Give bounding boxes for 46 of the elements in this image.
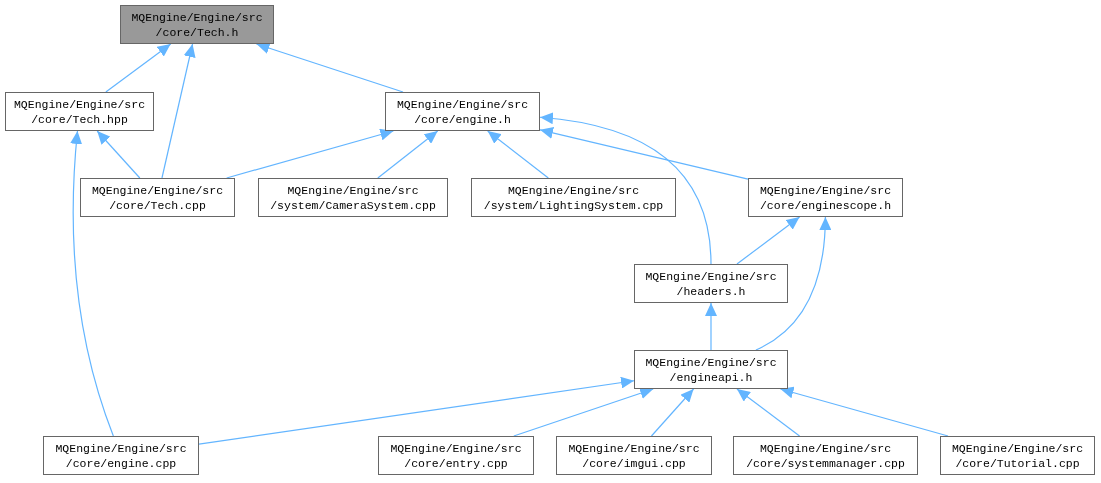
file-path: MQEngine/Engine/src /core/Tech.hpp <box>12 96 147 127</box>
file-path: MQEngine/Engine/src /core/engine.h <box>395 96 530 127</box>
file-path: MQEngine/Engine/src /core/Tech.cpp <box>90 182 225 213</box>
file-path: MQEngine/Engine/src /system/CameraSystem.cpp <box>269 182 437 213</box>
file-box <box>5 92 154 131</box>
file-path: MQEngine/Engine/src /core/entry.cpp <box>389 440 523 471</box>
file-path: MQEngine/Engine/src /core/imgui.cpp <box>567 440 701 471</box>
arrow <box>736 216 801 265</box>
arrow <box>755 216 831 351</box>
file-path: MQEngine/Engine/src /core/Tutorial.cpp <box>950 440 1085 471</box>
file-path: MQEngine/Engine/src /core/enginescope.h <box>758 182 893 213</box>
file-box <box>385 92 540 131</box>
file-box <box>258 178 448 217</box>
file-path: MQEngine/Engine/src /core/Tech.h <box>130 9 264 40</box>
arrow <box>736 388 801 437</box>
arrow <box>650 388 695 437</box>
file-box <box>733 436 918 475</box>
arrow <box>161 43 196 179</box>
file-box <box>471 178 676 217</box>
arrow <box>96 130 141 179</box>
file-box <box>634 264 788 303</box>
arrow <box>198 376 635 445</box>
arrow <box>705 302 717 351</box>
file-box <box>634 350 788 389</box>
file-box <box>80 178 235 217</box>
arrow <box>513 387 654 437</box>
file-path: MQEngine/Engine/src /core/systemmanager.cpp <box>745 440 906 471</box>
arrow <box>226 128 394 179</box>
arrow <box>105 43 172 93</box>
file-box <box>43 436 199 475</box>
arrow <box>539 127 749 180</box>
arrow <box>539 112 712 265</box>
file-box <box>940 436 1095 475</box>
arrow <box>255 42 404 93</box>
file-path: MQEngine/Engine/src /core/engine.cpp <box>54 440 188 471</box>
file-path: MQEngine/Engine/src /system/LightingSystem.cpp <box>482 182 665 213</box>
arrow <box>70 130 114 437</box>
file-box <box>748 178 903 217</box>
arrow <box>779 386 949 437</box>
file-path: MQEngine/Engine/src /headers.h <box>644 268 778 299</box>
file-box <box>556 436 712 475</box>
highlighted-file-box <box>120 5 274 44</box>
arrow <box>487 130 549 179</box>
file-box <box>378 436 534 475</box>
arrow <box>377 130 439 179</box>
file-path: MQEngine/Engine/src /engineapi.h <box>644 354 778 385</box>
